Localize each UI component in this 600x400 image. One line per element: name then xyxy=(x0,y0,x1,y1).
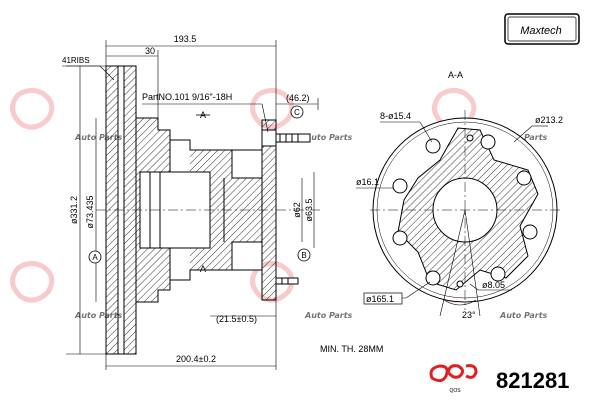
dim-bolt-holes: 8-ø15.4 xyxy=(380,111,411,121)
dim-angle: 23° xyxy=(462,310,476,320)
face-view xyxy=(356,110,560,317)
qos-footer-logo: QOS xyxy=(429,364,478,394)
logo-text: Maxtech xyxy=(520,25,562,37)
dim-stud-offset: (46.2) xyxy=(286,93,310,103)
marker-b-label: B xyxy=(301,251,306,260)
maxtech-logo: Maxtech xyxy=(504,13,580,45)
watermark-text: Auto Parts xyxy=(304,133,353,142)
section-label: A-A xyxy=(448,70,463,80)
watermark-text: Auto Parts xyxy=(499,311,548,320)
watermark-text: Auto Parts xyxy=(74,311,123,320)
marker-a-circle: A xyxy=(88,250,102,264)
dim-offset: (21.5±0.5) xyxy=(216,314,257,324)
marker-a-label: A xyxy=(92,253,98,262)
section-marker-lower: A xyxy=(200,264,206,274)
dim-hub-635: ø63.5 xyxy=(304,198,314,221)
part-no-note: PartNO.101 9/16"-18H xyxy=(142,92,232,102)
watermark-text: Auto Parts xyxy=(304,311,353,320)
part-number: 821281 xyxy=(496,368,569,393)
dim-inner-diameter: ø73.435 xyxy=(85,195,95,228)
watermark-text: Auto Parts xyxy=(499,133,548,142)
dim-pcd: ø165.1 xyxy=(366,294,394,304)
dim-hole-805: ø8.05 xyxy=(482,280,505,290)
side-section-view xyxy=(62,40,320,370)
dim-outer-diameter: ø331.2 xyxy=(69,196,79,224)
marker-c-label: C xyxy=(294,108,300,117)
min-thickness: MIN. TH. 28MM xyxy=(320,344,383,354)
dim-flange-width: 30 xyxy=(145,46,155,56)
watermark-text: Auto Parts xyxy=(74,133,123,142)
dim-hole-161: ø16.1 xyxy=(356,177,379,187)
section-marker-upper: A xyxy=(200,110,206,120)
footer-logo-text: QOS xyxy=(449,388,461,394)
dim-hub-62: ø62 xyxy=(292,202,302,218)
pcd-box: ø165.1 xyxy=(363,292,403,305)
marker-b-circle: B xyxy=(297,248,311,262)
dim-overall-width: 193.5 xyxy=(174,34,197,44)
dim-bottom-width: 200.4±0.2 xyxy=(176,354,216,364)
ribs-note: 41RIBS xyxy=(62,56,90,65)
marker-c-circle: C xyxy=(290,105,304,119)
dim-outer-213: ø213.2 xyxy=(535,115,563,125)
